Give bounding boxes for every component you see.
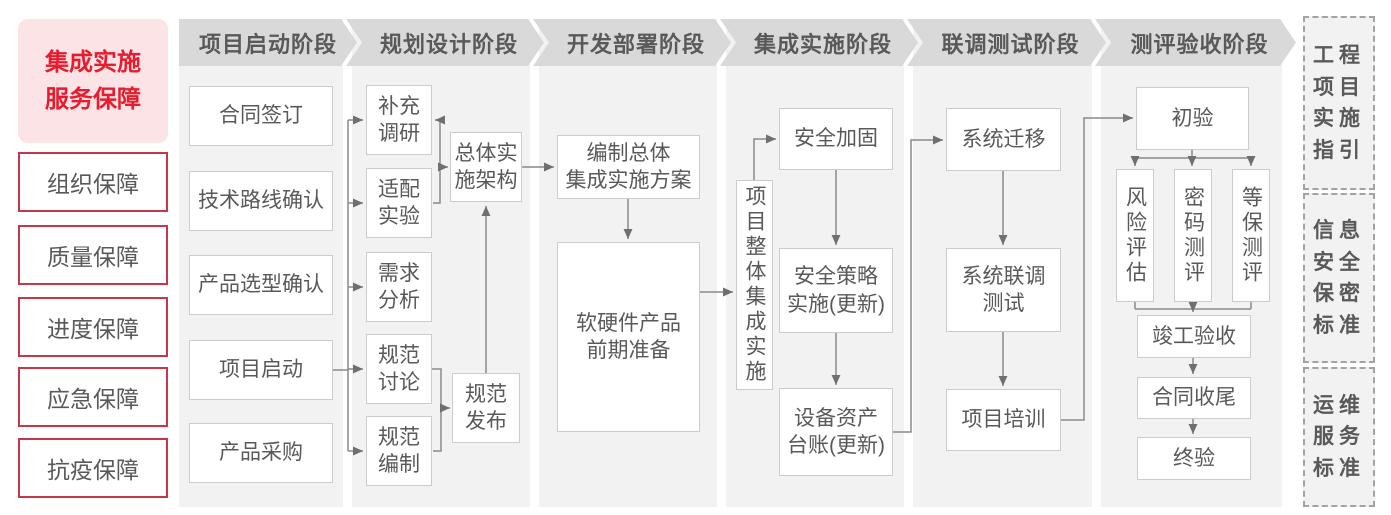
node-system-migration: 系统迁移 bbox=[946, 108, 1061, 171]
node-security-hardening: 安全加固 bbox=[779, 108, 893, 170]
node-tech-route-confirmation: 技术路线确认 bbox=[189, 171, 333, 231]
node-contract-closure: 合同收尾 bbox=[1137, 377, 1251, 419]
node-equipment-asset-ledger: 设备资产 台账(更新) bbox=[779, 388, 893, 476]
node-system-joint-debugging-test: 系统联调 测试 bbox=[946, 248, 1061, 332]
legend-item-quality-assurance: 质量保障 bbox=[18, 225, 168, 285]
node-overall-implementation-architecture: 总体实 施架构 bbox=[450, 132, 522, 202]
phase-header-planning-design: 规划设计阶段 bbox=[346, 19, 544, 66]
legend-title: 集成实施 服务保障 bbox=[18, 19, 168, 143]
node-preliminary-acceptance: 初验 bbox=[1136, 87, 1249, 150]
phase-header-dev-deployment: 开发部署阶段 bbox=[533, 19, 731, 66]
node-crypto-evaluation: 密码测评 bbox=[1174, 169, 1212, 302]
legend-item-anti-epidemic-assurance: 抗疫保障 bbox=[18, 438, 168, 498]
standard-project-implementation-guide: 工程 项目 实施 指引 bbox=[1303, 16, 1375, 190]
node-contract-signing: 合同签订 bbox=[189, 86, 333, 146]
node-completion-acceptance: 竣工验收 bbox=[1137, 315, 1251, 358]
legend-item-organization-assurance: 组织保障 bbox=[18, 152, 168, 212]
node-spec-release: 规范 发布 bbox=[452, 373, 520, 443]
standard-om-service: 运维 服务 标准 bbox=[1303, 367, 1375, 507]
legend-item-emergency-assurance: 应急保障 bbox=[18, 367, 168, 427]
node-risk-assessment: 风险评估 bbox=[1116, 169, 1154, 302]
phase-header-integration-implementation: 集成实施阶段 bbox=[720, 19, 918, 66]
node-supplementary-research: 补充 调研 bbox=[366, 85, 432, 155]
phase-header-joint-debugging-test: 联调测试阶段 bbox=[907, 19, 1106, 66]
node-project-kickoff: 项目启动 bbox=[189, 340, 333, 400]
phase-header-evaluation-acceptance: 测评验收阶段 bbox=[1095, 19, 1296, 66]
node-product-selection-confirmation: 产品选型确认 bbox=[189, 255, 333, 315]
node-spec-compilation: 规范 编制 bbox=[366, 416, 432, 486]
node-project-overall-integration: 项目整体集成实施 bbox=[736, 180, 773, 390]
node-hw-sw-product-preparation: 软硬件产品 前期准备 bbox=[557, 242, 700, 432]
node-project-training: 项目培训 bbox=[946, 389, 1061, 451]
standard-info-security-confidentiality: 信息 安全 保密 标准 bbox=[1303, 193, 1375, 363]
phase-header-project-kickoff: 项目启动阶段 bbox=[179, 19, 357, 66]
node-spec-discussion: 规范 讨论 bbox=[366, 334, 432, 404]
node-requirement-analysis: 需求 分析 bbox=[366, 252, 432, 322]
node-overall-integration-plan: 编制总体 集成实施方案 bbox=[557, 135, 700, 199]
node-classified-protection-evaluation: 等保测评 bbox=[1232, 169, 1270, 302]
legend-item-schedule-assurance: 进度保障 bbox=[18, 297, 168, 357]
node-adaptation-experiment: 适配 实验 bbox=[366, 168, 432, 238]
node-final-acceptance: 终验 bbox=[1137, 437, 1251, 480]
node-product-procurement: 产品采购 bbox=[189, 423, 333, 483]
node-security-policy-implementation: 安全策略 实施(更新) bbox=[779, 248, 893, 333]
